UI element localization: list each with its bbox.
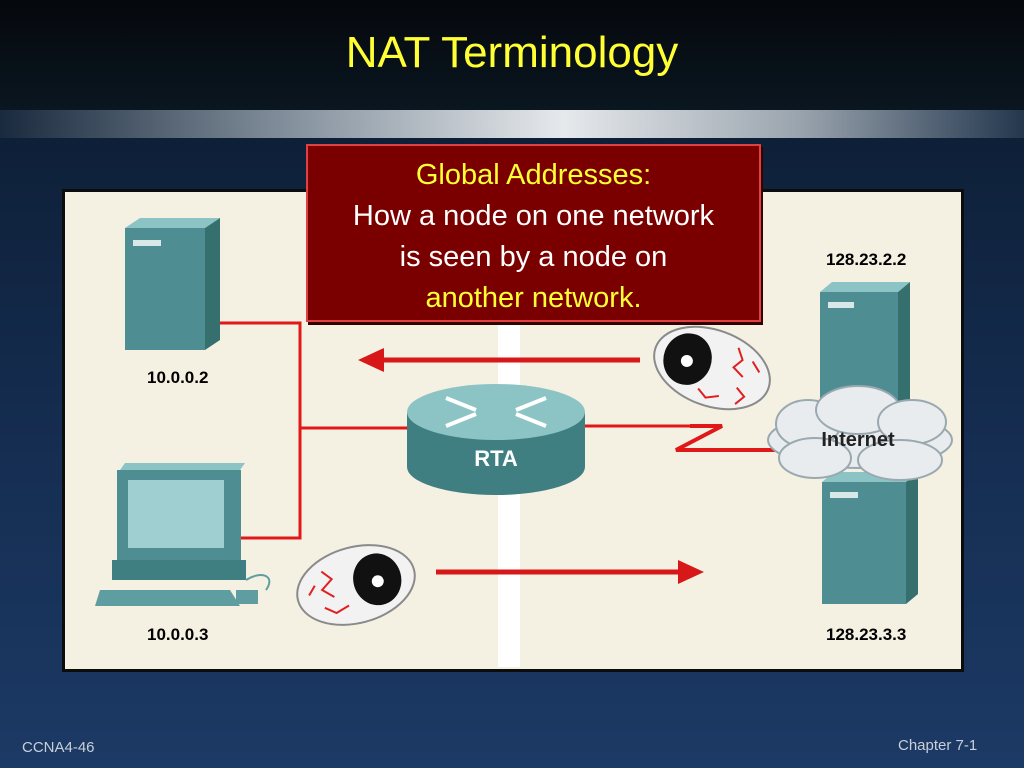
callout-line-2: is seen by a node on [399, 241, 668, 273]
footer-slide-number: CCNA4-46 [22, 739, 95, 756]
slide-header [0, 0, 1024, 110]
outside-server-bottom-ip: 128.23.3.3 [826, 625, 907, 644]
callout-line-3: another network. [425, 282, 642, 314]
cloud-icon [767, 385, 953, 481]
router-label: RTA [474, 446, 518, 471]
slide-title: NAT Terminology [345, 28, 679, 77]
lan-links [218, 321, 690, 540]
eyeball-icon [653, 325, 771, 411]
global-addresses-callout: Global Addresses: How a node on one netw… [306, 144, 761, 322]
inside-pc-ip: 10.0.0.3 [147, 625, 209, 644]
serial-link-icon [675, 424, 780, 452]
server-icon [125, 218, 220, 350]
arrow-right-icon [436, 560, 704, 584]
title-divider [0, 110, 1024, 138]
router-icon [407, 384, 585, 495]
arrow-left-icon [358, 348, 640, 372]
footer-chapter: Chapter 7-1 [898, 737, 978, 754]
callout-line-1: How a node on one network [352, 200, 715, 232]
server-icon [822, 472, 918, 604]
eyeball-icon [296, 544, 416, 626]
cloud-label: Internet [821, 429, 895, 451]
workstation-icon [95, 463, 271, 606]
outside-server-top-ip: 128.23.2.2 [826, 250, 907, 269]
callout-heading: Global Addresses: [415, 159, 652, 191]
inside-server-ip: 10.0.0.2 [147, 368, 209, 387]
